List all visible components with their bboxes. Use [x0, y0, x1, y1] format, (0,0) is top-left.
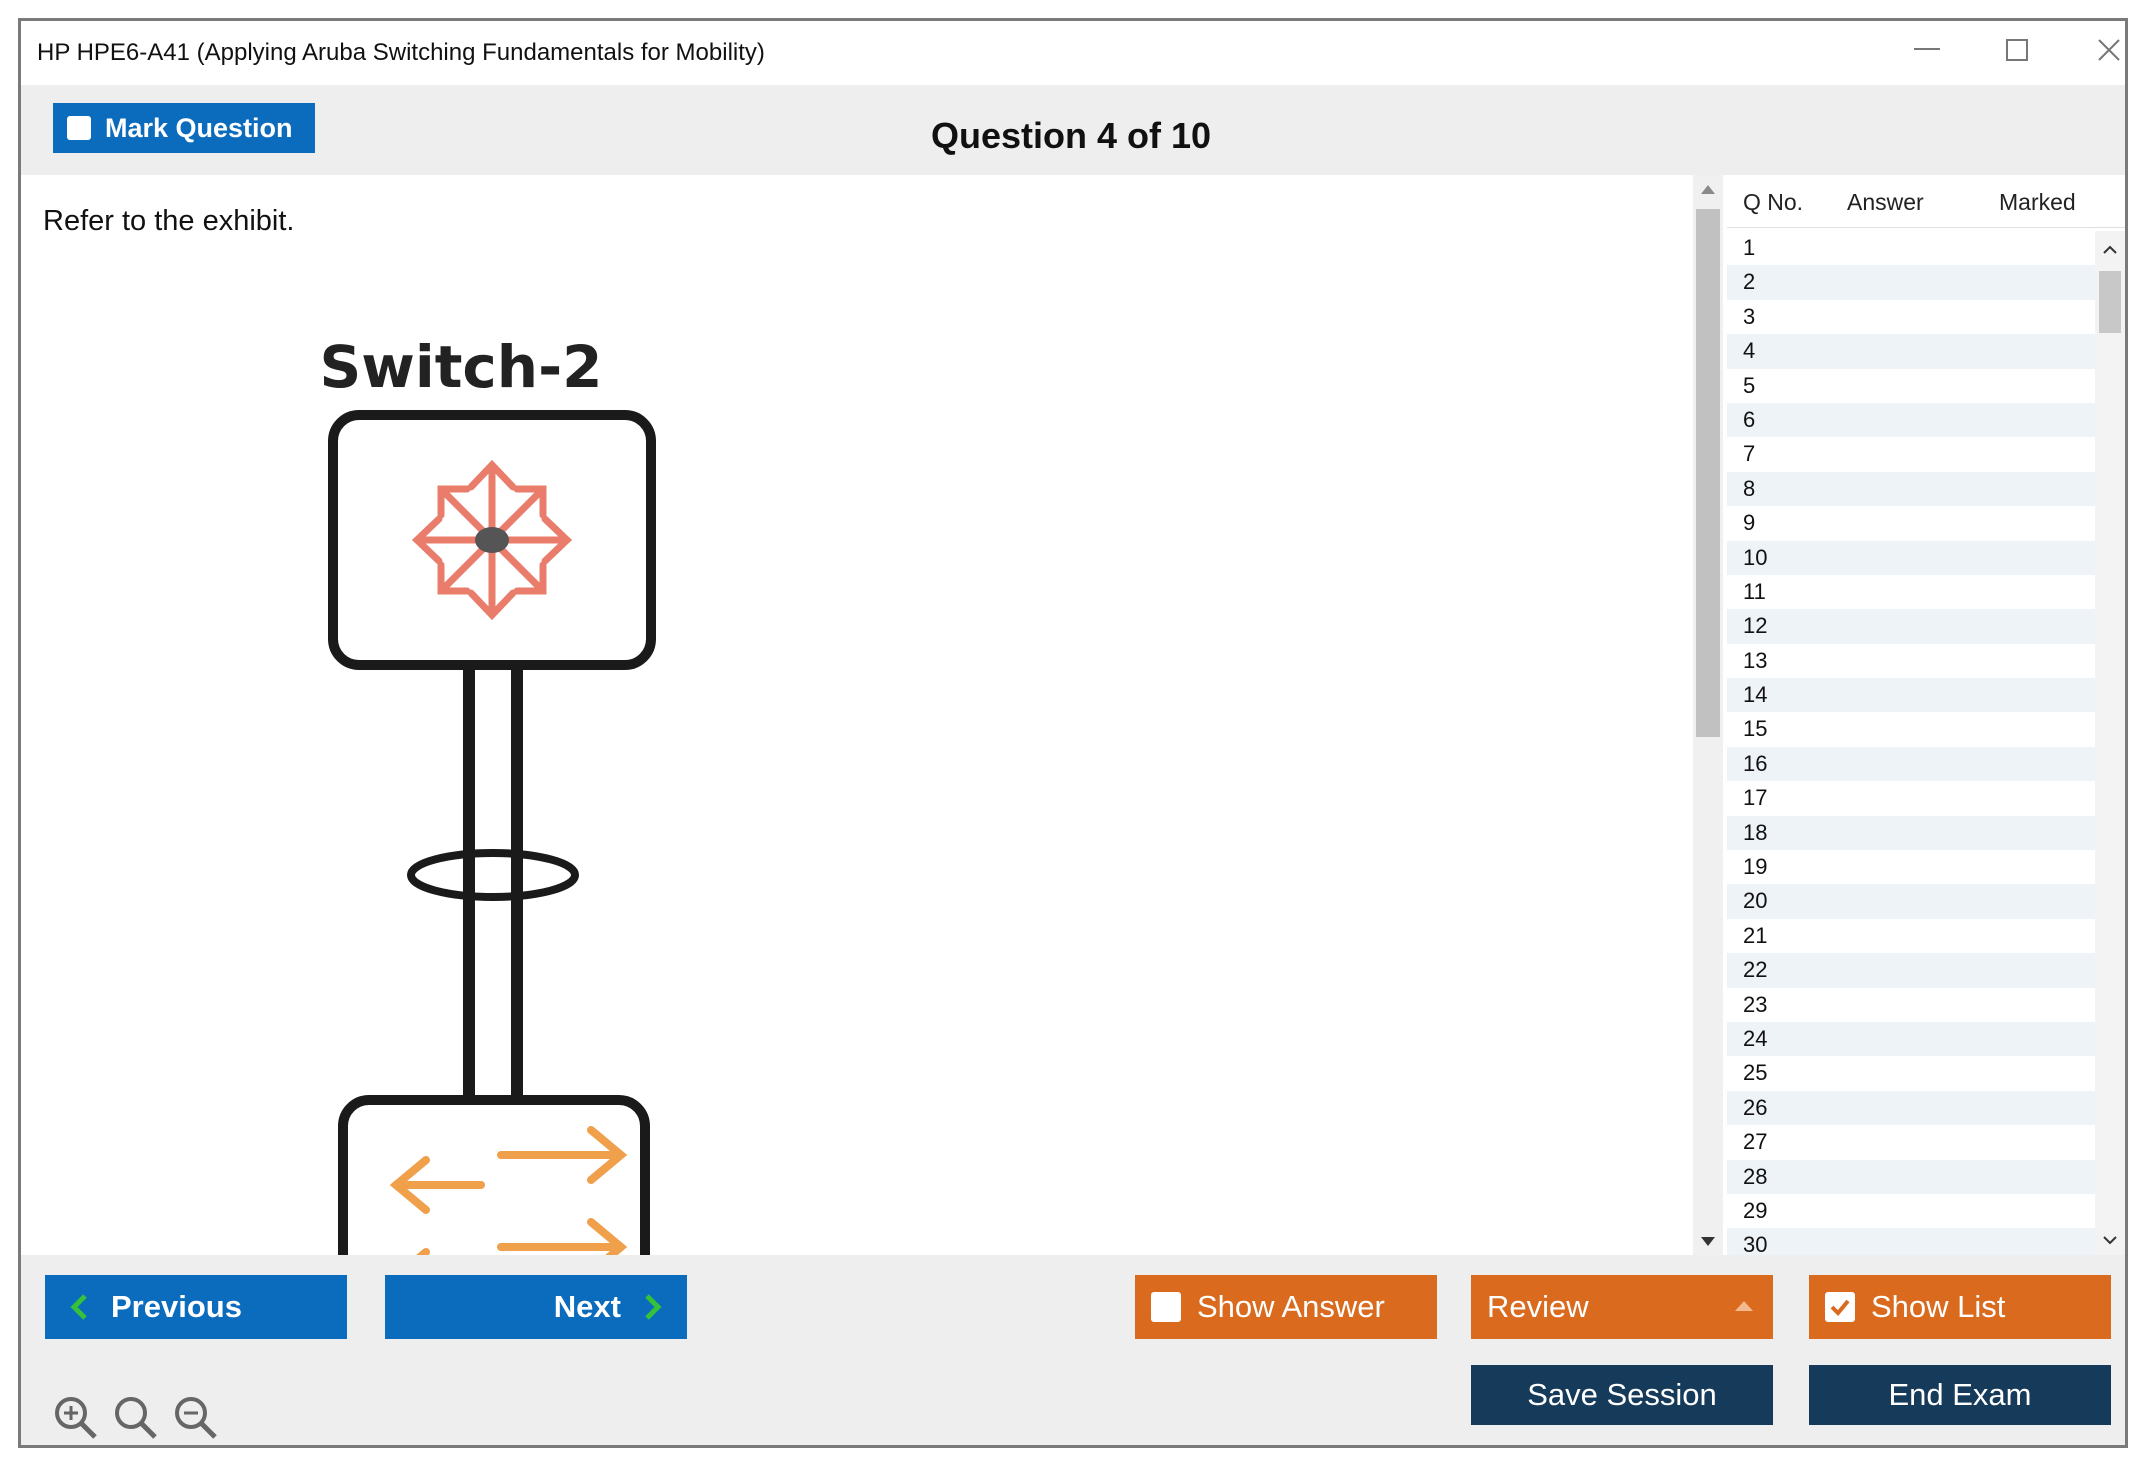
question-scrollbar[interactable] — [1693, 175, 1723, 1255]
zoom-out-icon[interactable] — [173, 1395, 219, 1441]
scroll-thumb[interactable] — [1696, 209, 1720, 737]
review-dropdown[interactable]: Review — [1471, 1275, 1773, 1339]
question-panel: Refer to the exhibit. Switch-2 — [21, 175, 1691, 1255]
question-list-row[interactable]: 3 — [1743, 303, 1756, 329]
question-list-row[interactable]: 18 — [1727, 815, 2095, 851]
zoom-reset-icon[interactable] — [113, 1395, 159, 1441]
col-answer: Answer — [1847, 189, 1924, 215]
minimize-button[interactable] — [1897, 27, 1957, 73]
question-list-row[interactable]: 8 — [1727, 471, 2095, 507]
next-button[interactable]: Next — [385, 1275, 687, 1339]
question-list-row[interactable]: 20 — [1727, 884, 2095, 919]
question-list-row[interactable]: 17 — [1743, 785, 1768, 811]
mark-question-button[interactable]: Mark Question — [53, 103, 315, 153]
close-icon — [2098, 39, 2120, 61]
zoom-in-icon[interactable] — [53, 1395, 99, 1441]
question-list-row[interactable]: 22 — [1727, 953, 2095, 988]
save-session-label: Save Session — [1527, 1377, 1717, 1412]
question-list-row[interactable]: 1 — [1743, 235, 1756, 260]
question-list-row[interactable]: 2 — [1727, 265, 2095, 300]
previous-button[interactable]: Previous — [45, 1275, 347, 1339]
next-label: Next — [553, 1289, 621, 1324]
question-list-row[interactable]: 7 — [1743, 441, 1756, 467]
question-list-row[interactable]: 10 — [1727, 540, 2095, 575]
save-session-button[interactable]: Save Session — [1471, 1365, 1773, 1425]
show-answer-label: Show Answer — [1197, 1289, 1385, 1324]
end-exam-label: End Exam — [1888, 1377, 2032, 1412]
question-list-row[interactable]: 11 — [1743, 578, 1766, 604]
question-list-row[interactable]: 24 — [1727, 1021, 2095, 1057]
switch-arrows-icon — [389, 1126, 628, 1255]
question-list-row[interactable]: 16 — [1727, 746, 2095, 782]
scroll-down-icon[interactable] — [1701, 1237, 1715, 1246]
col-qno: Q No. — [1743, 189, 1804, 215]
chevron-up-icon[interactable] — [2095, 239, 2125, 259]
window-title: HP HPE6-A41 (Applying Aruba Switching Fu… — [37, 39, 765, 66]
scroll-up-icon[interactable] — [1701, 185, 1715, 194]
question-counter: Question 4 of 10 — [930, 115, 1212, 156]
chevron-down-icon[interactable] — [2095, 1231, 2125, 1251]
col-marked: Marked — [1999, 189, 2076, 215]
show-answer-checkbox-icon — [1151, 1292, 1181, 1322]
question-toolbar: Mark Question Question 4 of 10 — [21, 85, 2125, 175]
caret-up-icon — [1735, 1301, 1753, 1311]
app-window: HP HPE6-A41 (Applying Aruba Switching Fu… — [18, 18, 2128, 1448]
question-text: Refer to the exhibit. — [43, 205, 295, 237]
previous-label: Previous — [111, 1289, 242, 1324]
minimize-icon — [1914, 48, 1940, 50]
mark-question-label: Mark Question — [105, 112, 293, 143]
question-list-row[interactable]: 6 — [1727, 402, 2095, 438]
question-list-row[interactable]: 15 — [1743, 716, 1768, 742]
question-list-row[interactable]: 21 — [1743, 922, 1768, 948]
question-list-row[interactable]: 4 — [1727, 334, 2095, 369]
end-exam-button[interactable]: End Exam — [1809, 1365, 2111, 1425]
checkmark-icon — [1830, 1299, 1850, 1316]
access-switch-box — [338, 1095, 650, 1255]
question-list-row[interactable]: 28 — [1727, 1159, 2095, 1194]
show-list-label: Show List — [1871, 1289, 2006, 1324]
close-button[interactable] — [2079, 27, 2125, 73]
title-bar: HP HPE6-A41 (Applying Aruba Switching Fu… — [21, 21, 2125, 85]
question-list-row[interactable]: 14 — [1727, 678, 2095, 713]
question-list-row[interactable]: 23 — [1743, 991, 1768, 1017]
show-answer-button[interactable]: Show Answer — [1135, 1275, 1437, 1339]
question-list-row[interactable]: 5 — [1743, 372, 1756, 398]
exhibit-image: Switch-2 — [319, 333, 656, 1255]
exhibit-diagram: Switch-2 — [301, 315, 701, 1255]
question-list-row[interactable]: 27 — [1743, 1129, 1768, 1155]
show-list-button[interactable]: Show List — [1809, 1275, 2111, 1339]
question-list-row[interactable]: 29 — [1743, 1197, 1768, 1223]
question-list-row[interactable]: 9 — [1743, 510, 1756, 536]
maximize-icon — [2006, 39, 2028, 61]
question-list-header: Q No. Answer Marked — [1727, 175, 2125, 228]
show-list-checkbox-icon — [1825, 1292, 1855, 1322]
list-scroll-thumb[interactable] — [2099, 271, 2121, 333]
switch-label: Switch-2 — [319, 333, 602, 401]
bottom-bar: Previous Next Show Answer Review Show Li… — [21, 1255, 2125, 1445]
lag-ring — [407, 849, 579, 901]
review-label: Review — [1487, 1289, 1589, 1324]
chevron-right-icon — [645, 1294, 662, 1320]
router-center-dot — [475, 527, 509, 553]
question-list-scrollbar[interactable] — [2095, 231, 2125, 1255]
question-list-row[interactable]: 13 — [1743, 647, 1768, 673]
mark-checkbox-icon — [67, 116, 91, 140]
question-list-row[interactable]: 19 — [1743, 854, 1768, 880]
question-list-row[interactable]: 25 — [1743, 1060, 1768, 1086]
chevron-left-icon — [70, 1294, 87, 1320]
maximize-button[interactable] — [1987, 27, 2047, 73]
question-list-row[interactable]: 26 — [1727, 1090, 2095, 1126]
question-list-row[interactable]: 12 — [1727, 609, 2095, 644]
